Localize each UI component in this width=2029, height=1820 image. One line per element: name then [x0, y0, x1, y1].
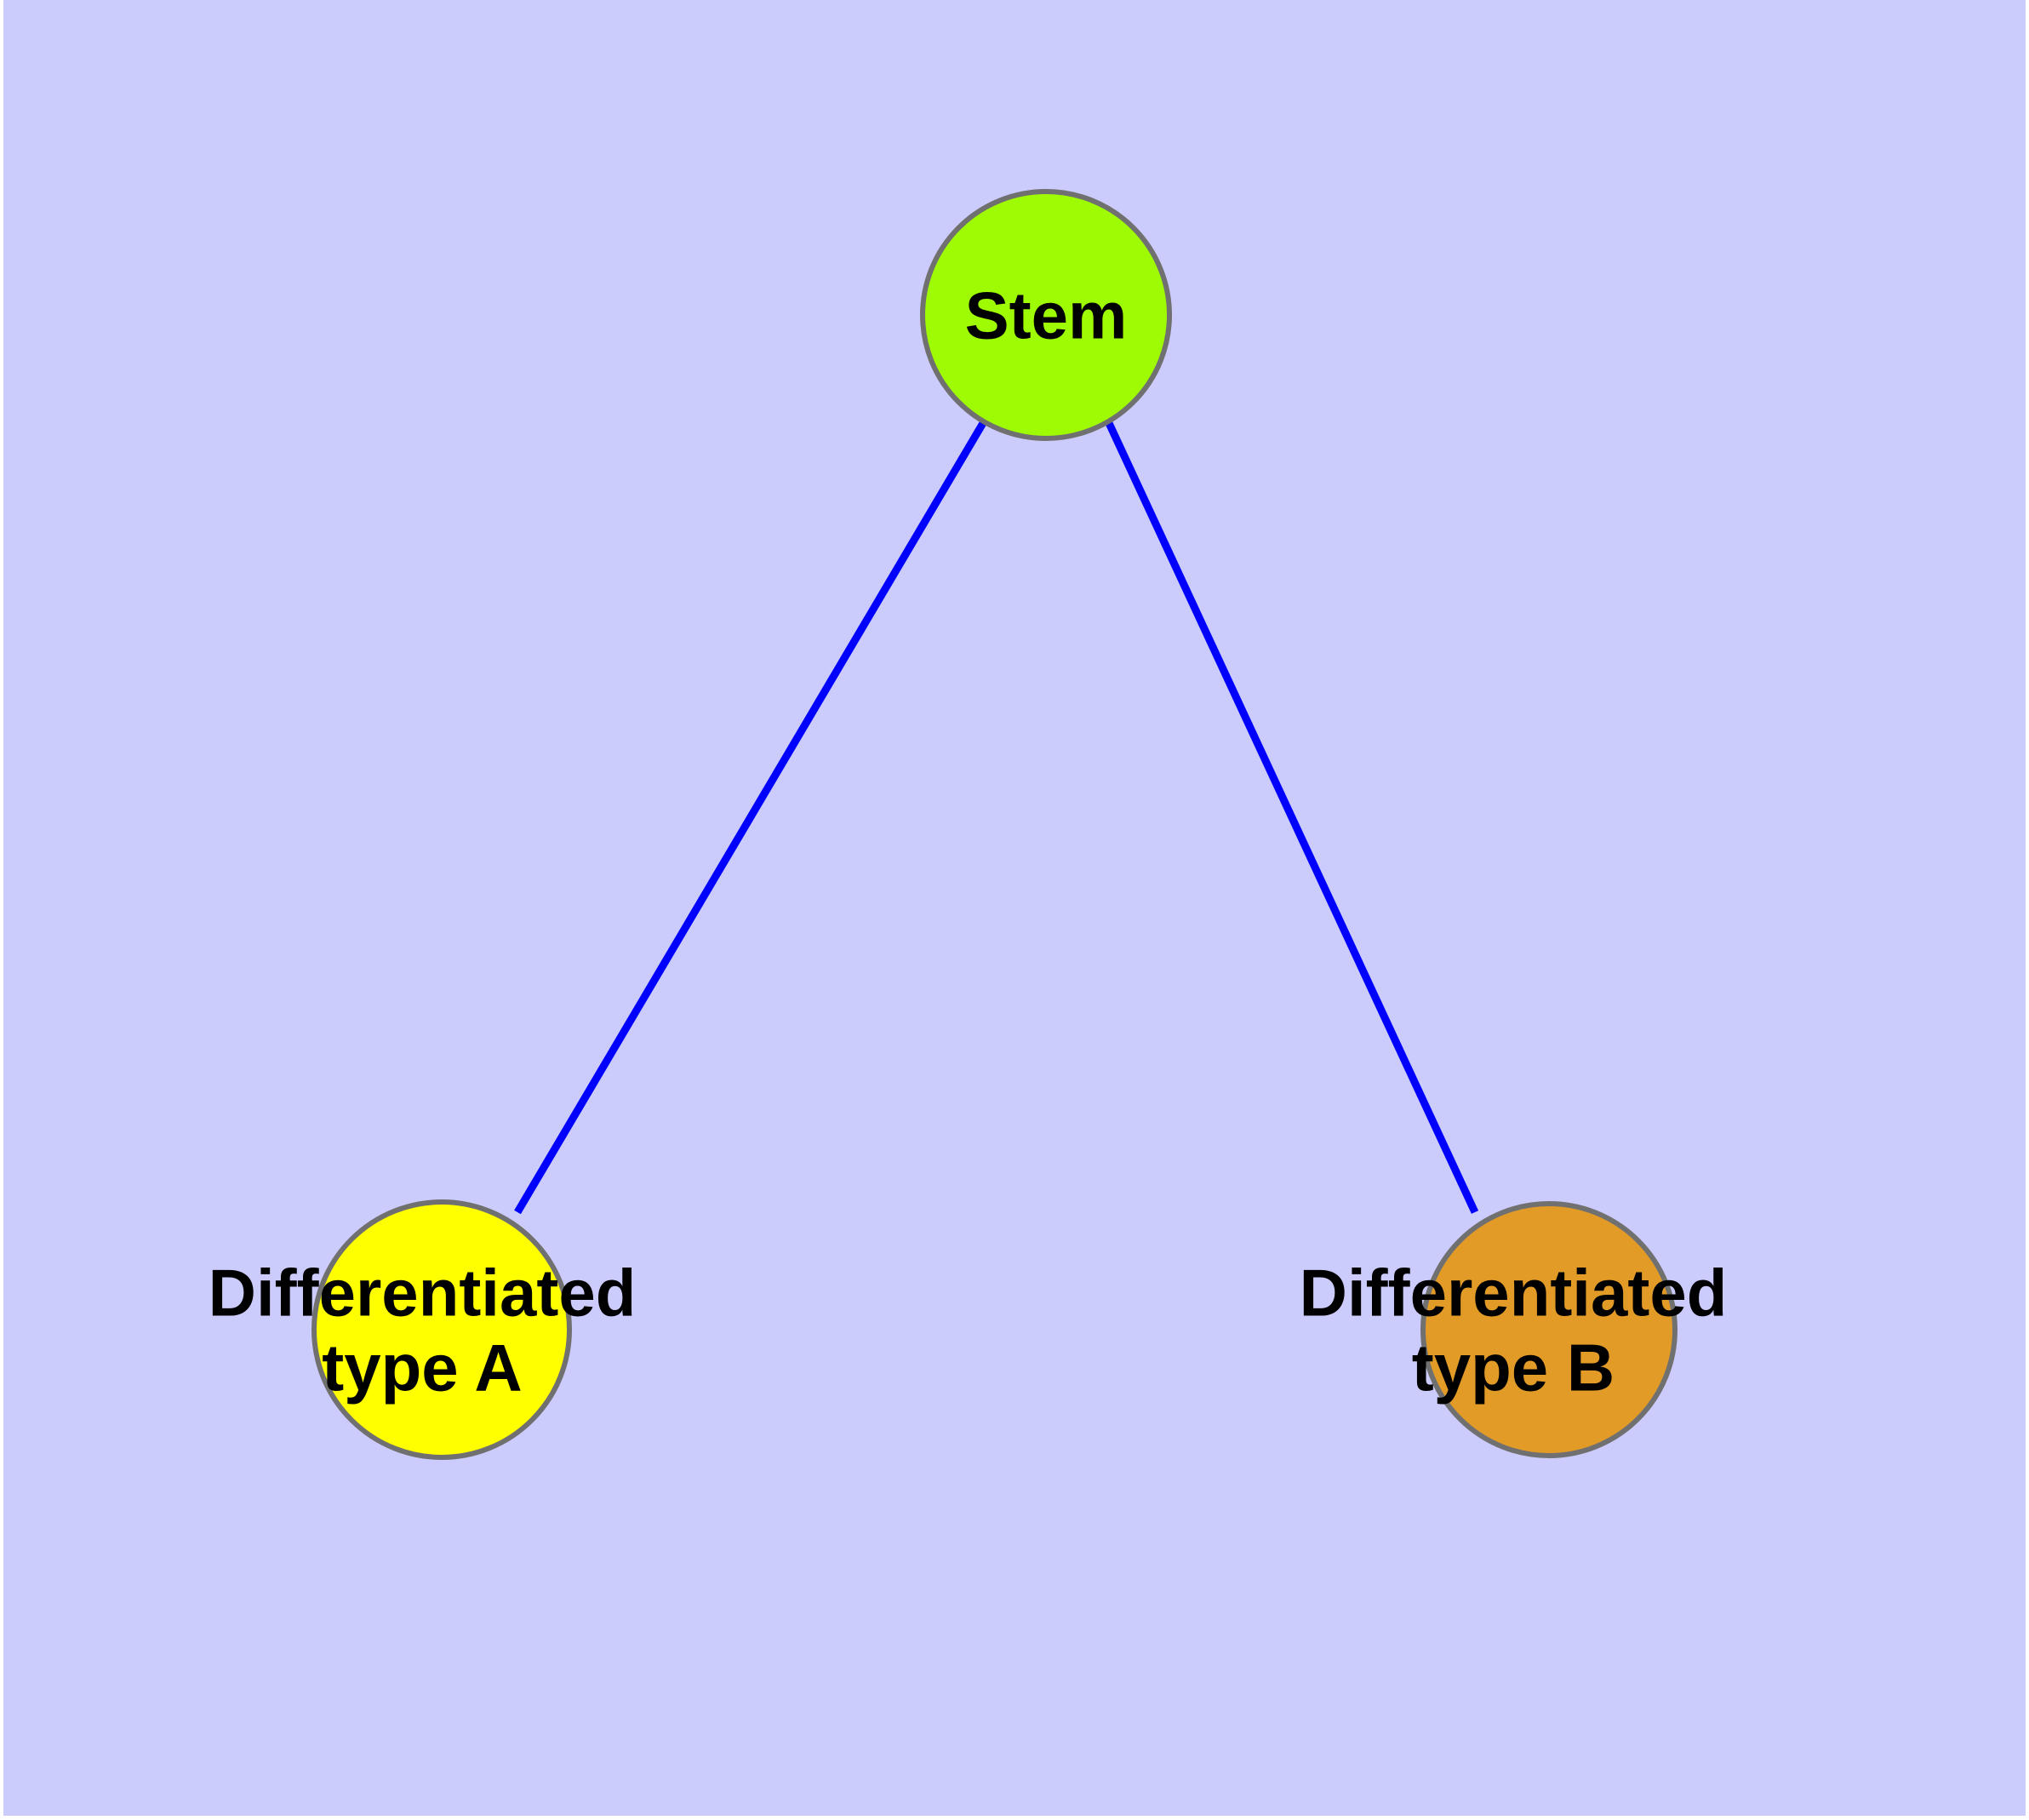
- nodes-layer: [311, 189, 1677, 1460]
- graph-edge-stem-diff_a[interactable]: [514, 421, 986, 1215]
- graph-node-label-line: Differentiated: [1300, 1255, 1728, 1330]
- graph-edge-stem-diff_b[interactable]: [1105, 421, 1479, 1214]
- graph-node-label-stem: Stem: [965, 278, 1128, 352]
- graph-node-label-line: type A: [322, 1330, 523, 1405]
- graph-node-stem[interactable]: [920, 189, 1172, 441]
- graph-node-diff_b[interactable]: [1420, 1201, 1677, 1458]
- graph-node-label-line: Differentiated: [209, 1255, 637, 1330]
- graph-node-label-line: type B: [1412, 1330, 1615, 1405]
- graph-node-label-line: Stem: [965, 278, 1128, 352]
- graph-node-diff_a[interactable]: [311, 1199, 572, 1460]
- edges-layer: [514, 421, 1479, 1215]
